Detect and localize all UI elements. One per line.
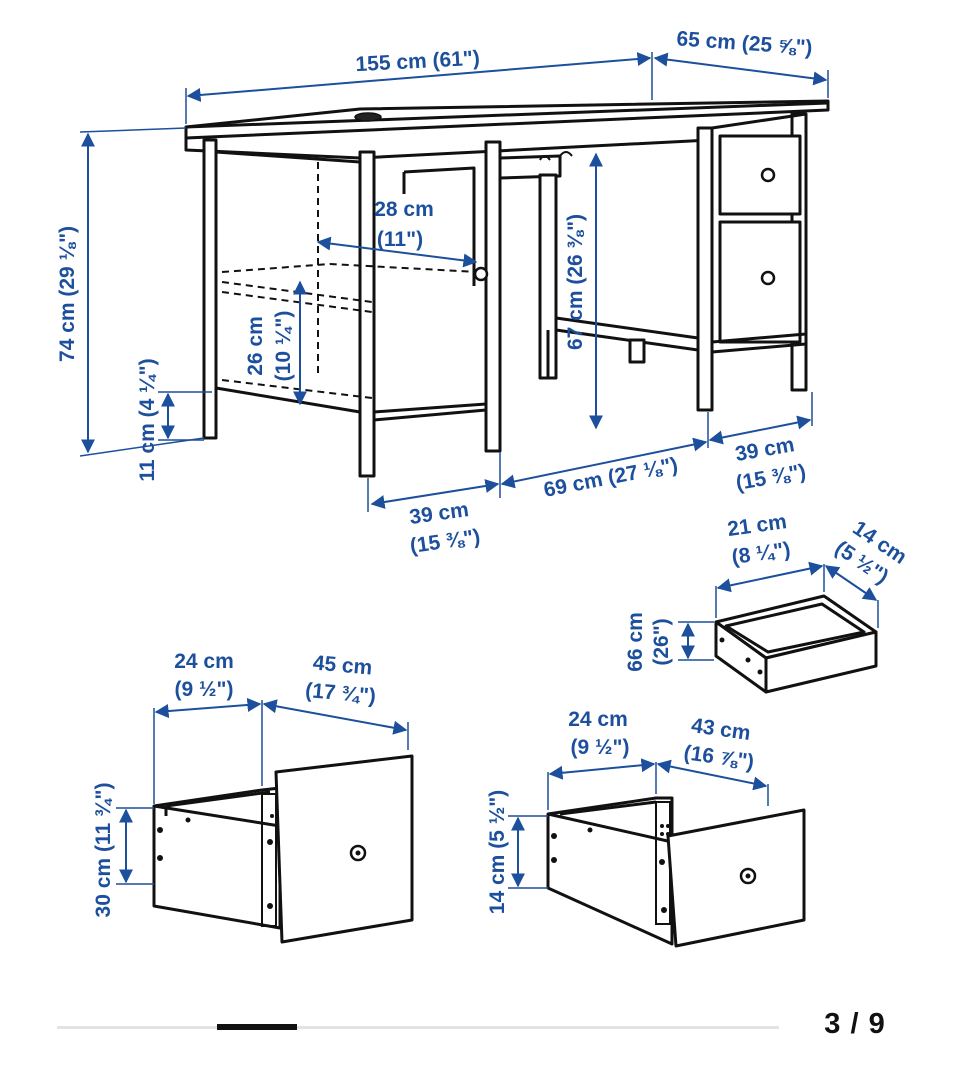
desk-dimension-diagram: 155 cm (61") 65 cm (25 ⅝") 74 cm (29 ⅛")… (56, 27, 911, 948)
large-drawer-illustration (152, 754, 414, 944)
large-drawer-width-in-label: (9 ½") (175, 678, 234, 701)
small-drawer-height-label: 14 cm (5 ½") (486, 790, 509, 914)
right-width-cm-label: 39 cm (734, 433, 797, 466)
small-drawer-depth-cm-label: 43 cm (690, 714, 752, 745)
left-width-cm-label: 39 cm (408, 498, 470, 529)
small-tray-dimension-lines (678, 561, 879, 661)
small-drawer-illustration (546, 796, 806, 948)
right-width-in-label: (15 ⅜") (734, 460, 808, 495)
shelf-depth-cm-label: 28 cm (374, 198, 434, 221)
tray-height-cm-label: 66 cm (624, 612, 647, 672)
desk-height-label: 74 cm (29 ⅛") (56, 226, 79, 362)
floor-clearance-label: 11 cm (4 ¼") (136, 358, 159, 481)
small-drawer-width-in-label: (9 ½") (571, 736, 630, 759)
large-drawer-depth-in-label: (17 ¾") (304, 679, 376, 708)
large-drawer-depth-cm-label: 45 cm (312, 651, 373, 679)
shelf-height-in-label: (10 ¼") (272, 311, 295, 382)
tray-width-cm-label: 21 cm (726, 510, 788, 541)
tray-width-in-label: (8 ¼") (730, 538, 792, 569)
large-drawer-height-label: 30 cm (11 ¾") (92, 783, 115, 918)
desk-illustration (184, 99, 830, 478)
desk-depth-label: 65 cm (25 ⅝") (676, 27, 813, 59)
small-drawer-width-cm-label: 24 cm (568, 708, 628, 731)
tray-height-in-label: (26") (650, 618, 673, 665)
small-drawer-dimension-lines (508, 758, 769, 889)
shelf-height-cm-label: 26 cm (244, 316, 267, 376)
small-drawer-depth-in-label: (16 ⅞") (682, 741, 755, 774)
large-drawer-width-cm-label: 24 cm (174, 650, 234, 673)
knee-height-label: 67 cm (26 ⅜") (564, 214, 587, 350)
small-tray-illustration (714, 594, 878, 694)
pager-counter: 3 / 9 (824, 1008, 886, 1040)
desk-width-label: 155 cm (61") (355, 47, 480, 76)
shelf-depth-in-label: (11") (377, 228, 423, 251)
left-width-in-label: (15 ⅜") (409, 525, 482, 558)
large-drawer-dimension-lines (116, 697, 409, 885)
desk-dimension-lines (79, 52, 829, 512)
pager-progress-thumb[interactable] (217, 1024, 297, 1030)
pager-progress-track[interactable] (57, 1026, 779, 1029)
